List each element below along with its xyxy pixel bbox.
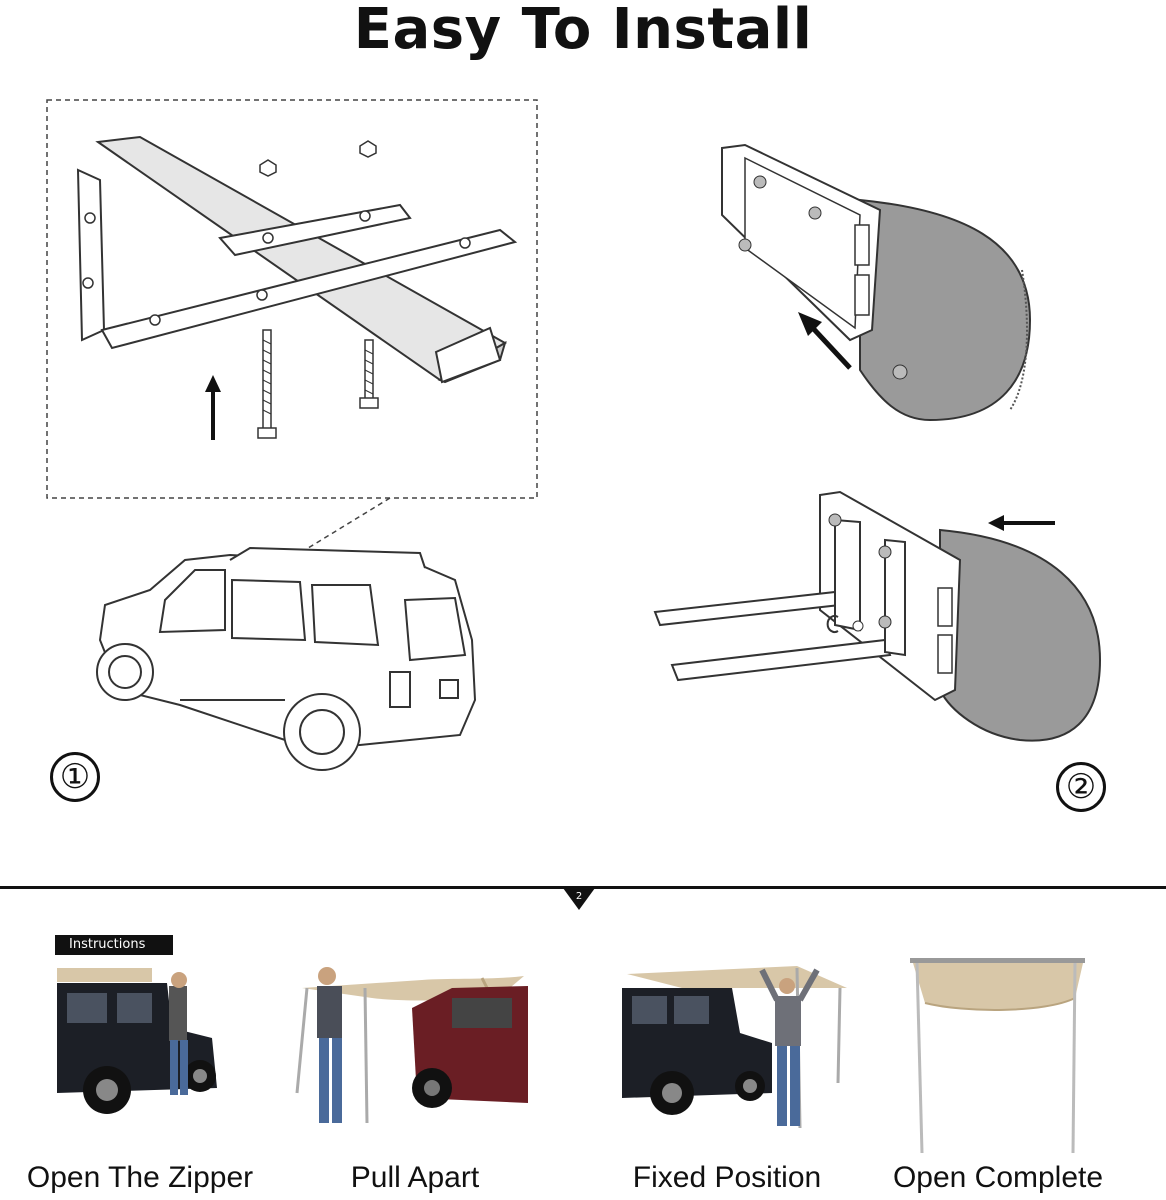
caption-open-complete: Open Complete [892, 1161, 1104, 1194]
rail-slide-diagram [721, 143, 1032, 422]
step-2-marker: ② [1056, 762, 1106, 812]
installation-diagram [46, 99, 1102, 771]
caption-open-zipper: Open The Zipper [26, 1161, 254, 1194]
caption-fixed-position: Fixed Position [632, 1161, 822, 1194]
bracket-detail-box [46, 99, 538, 499]
step-1-marker: ① [50, 752, 100, 802]
photo-fixed-position [622, 966, 847, 1129]
instructions-label: Instructions [55, 935, 173, 955]
caption-pull-apart: Pull Apart [350, 1161, 480, 1194]
photo-open-zipper [57, 968, 217, 1114]
photo-pull-apart [295, 967, 528, 1124]
vehicle-drawing [96, 546, 477, 771]
page-title: Easy To Install [353, 0, 813, 62]
bracket-attach-diagram [653, 490, 1102, 742]
divider-badge: 2 [576, 891, 582, 902]
photo-open-complete [910, 958, 1085, 1154]
section-divider: 2 [0, 886, 1166, 910]
